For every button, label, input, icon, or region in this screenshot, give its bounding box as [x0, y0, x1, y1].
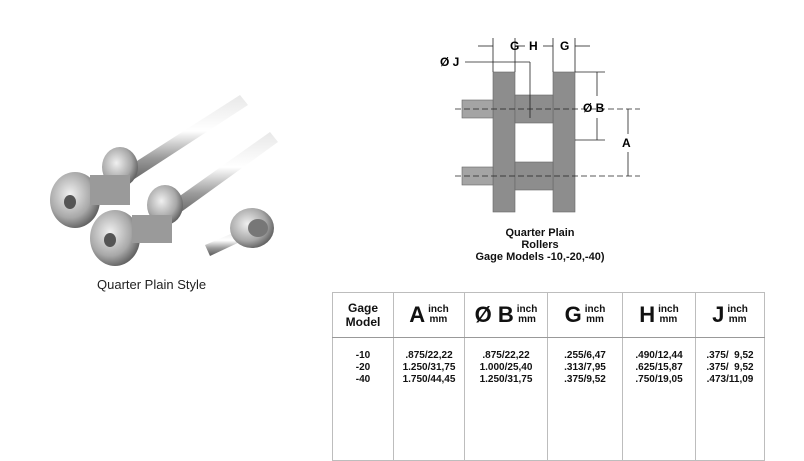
header-model-line: Model	[345, 315, 381, 329]
header-unit: mm	[728, 314, 747, 325]
table-cell: 1.000/25,40	[479, 362, 533, 373]
header-unit: mm	[518, 314, 536, 325]
roller-diagram: G H G Ø J Ø B A	[440, 38, 640, 213]
table-cell: .875/22,22	[405, 350, 453, 361]
dim-a: A	[622, 136, 631, 150]
header-unit: inch	[727, 304, 748, 315]
table-cell: 1.250/31,75	[479, 374, 533, 385]
table-cell: -10	[355, 350, 371, 361]
table-cell: .473/11,09	[706, 374, 754, 385]
model-cell: -10 -20 -40	[332, 337, 394, 461]
header-unit: mm	[586, 314, 604, 325]
header-letter: Ø B	[474, 302, 514, 327]
g-cell: .255/6,47 .313/7,95 .375/9,52	[547, 337, 623, 461]
diagram-caption-line: Gage Models -10,-20,-40)	[475, 251, 605, 263]
b-cell: .875/22,22 1.000/25,40 1.250/31,75	[464, 337, 548, 461]
right-flange	[552, 71, 576, 213]
header-letter: G	[564, 302, 582, 327]
table-cell: .375/ 9,52	[706, 350, 754, 361]
header-unit: mm	[659, 314, 678, 325]
header-model-line: Gage	[347, 301, 378, 315]
dim-g-left: G	[510, 39, 519, 53]
roller-photo	[50, 95, 278, 266]
dim-b: Ø B	[583, 101, 605, 115]
table-cell: .375/9,52	[564, 374, 606, 385]
a-cell: .875/22,22 1.250/31,75 1.750/44,45	[393, 337, 465, 461]
photo-caption: Quarter Plain Style	[97, 277, 207, 292]
table-cell: .750/19,05	[635, 374, 683, 385]
header-unit: inch	[516, 304, 538, 315]
table-cell: .375/ 9,52	[706, 362, 754, 373]
left-flange	[492, 71, 516, 213]
table-cell: .255/6,47	[564, 350, 606, 361]
table-cell: -40	[355, 374, 371, 385]
table-cell: 1.750/44,45	[402, 374, 456, 385]
header-unit: inch	[658, 304, 679, 315]
table-body-row: -10 -20 -40 .875/22,22 1.250/31,75 1.750…	[332, 337, 765, 461]
header-unit: mm	[429, 314, 448, 325]
diagram-caption-line: Quarter Plain	[505, 227, 575, 239]
j-cell: .375/ 9,52 .375/ 9,52 .473/11,09	[696, 338, 765, 461]
table-cell: .875/22,22	[482, 350, 530, 361]
table-cell: .490/12,44	[635, 350, 683, 361]
header-letter: H	[639, 302, 656, 327]
header-letter: J	[712, 302, 725, 327]
header-unit: inch	[428, 304, 449, 315]
diagram-caption: Quarter Plain Rollers Gage Models -10,-2…	[440, 227, 640, 263]
table-cell: .313/7,95	[564, 362, 606, 373]
diagram-caption-line: Rollers	[521, 239, 559, 251]
header-model: Gage Model	[332, 292, 394, 338]
dim-j: Ø J	[440, 55, 459, 69]
table-cell: 1.250/31,75	[402, 362, 456, 373]
h-cell: .490/12,44 .625/15,87 .750/19,05	[622, 337, 696, 461]
table-cell: .625/15,87	[635, 362, 683, 373]
dim-g-right: G	[560, 39, 569, 53]
header-letter: A	[409, 302, 426, 327]
header-unit: inch	[584, 304, 606, 315]
table-cell: -20	[355, 362, 371, 373]
dim-h: H	[529, 39, 538, 53]
